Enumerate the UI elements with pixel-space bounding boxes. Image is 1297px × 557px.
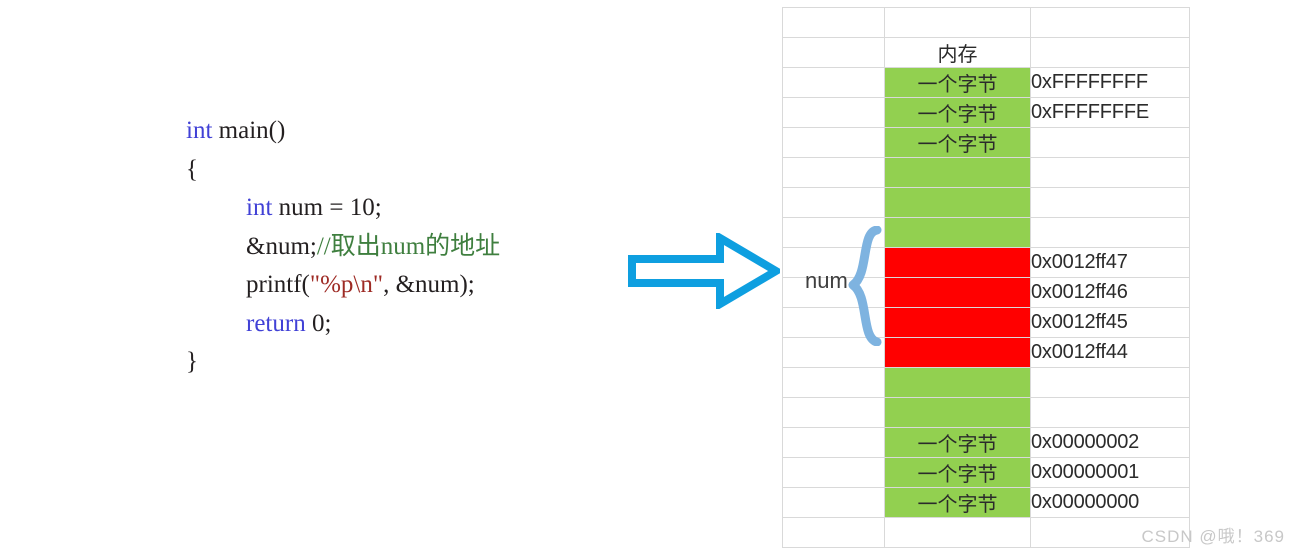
- memory-label-cell: [782, 127, 885, 158]
- memory-header-cell: 内存: [884, 37, 1031, 68]
- table-row: [782, 157, 1190, 188]
- code-line: }: [186, 343, 500, 382]
- table-row: [782, 217, 1190, 248]
- memory-byte-cell: 一个字节: [884, 97, 1031, 128]
- memory-label-cell: [782, 97, 885, 128]
- memory-label-cell: [782, 367, 885, 398]
- memory-num-cell: [884, 277, 1031, 308]
- memory-byte-cell: 一个字节: [884, 127, 1031, 158]
- memory-address-cell: 0xFFFFFFFE: [1030, 97, 1190, 128]
- code-token: , &num);: [383, 271, 475, 298]
- code-token: num = 10;: [272, 194, 382, 221]
- code-line: int main(): [186, 112, 500, 151]
- memory-address-cell: 0x0012ff45: [1030, 307, 1190, 338]
- memory-address-cell: 0x00000002: [1030, 427, 1190, 458]
- table-row: 0x0012ff46: [782, 277, 1190, 308]
- memory-label-cell: [782, 157, 885, 188]
- memory-address-cell: [1030, 517, 1190, 548]
- code-token: main(): [212, 117, 286, 144]
- memory-byte-cell: 一个字节: [884, 457, 1031, 488]
- code-token: printf(: [246, 271, 310, 298]
- memory-address-cell: [1030, 157, 1190, 188]
- memory-label-cell: [782, 277, 885, 308]
- memory-address-cell: [1030, 7, 1190, 38]
- memory-address-cell: 0x0012ff44: [1030, 337, 1190, 368]
- memory-label-cell: [782, 187, 885, 218]
- memory-byte-cell: [884, 157, 1031, 188]
- table-row: [782, 367, 1190, 398]
- code-token: {: [186, 155, 198, 183]
- memory-label-cell: [782, 397, 885, 428]
- code-token: &num;: [246, 232, 317, 260]
- memory-label-cell: [782, 67, 885, 98]
- memory-num-cell: [884, 337, 1031, 368]
- code-token: "%p\n": [309, 271, 384, 298]
- memory-num-cell: [884, 307, 1031, 338]
- memory-byte-cell: 一个字节: [884, 67, 1031, 98]
- table-row: [782, 187, 1190, 218]
- table-row: [782, 517, 1190, 548]
- memory-address-cell: 0x0012ff47: [1030, 247, 1190, 278]
- memory-byte-cell: 一个字节: [884, 487, 1031, 518]
- memory-num-cell: [884, 247, 1031, 278]
- memory-label-cell: [782, 247, 885, 278]
- code-line: return 0;: [186, 305, 500, 344]
- code-line: int num = 10;: [186, 189, 500, 228]
- code-line: {: [186, 151, 500, 190]
- code-token: return: [246, 309, 306, 337]
- memory-label-cell: [782, 487, 885, 518]
- memory-address-cell: [1030, 37, 1190, 68]
- code-token: 0;: [305, 309, 332, 337]
- memory-empty-cell: [884, 7, 1031, 38]
- memory-byte-cell: [884, 397, 1031, 428]
- table-row: 0x0012ff45: [782, 307, 1190, 338]
- memory-address-cell: [1030, 217, 1190, 248]
- memory-address-cell: [1030, 367, 1190, 398]
- memory-address-cell: 0x00000000: [1030, 487, 1190, 518]
- memory-label-cell: [782, 37, 885, 68]
- memory-address-cell: [1030, 397, 1190, 428]
- table-row: 内存: [782, 37, 1190, 68]
- csdn-watermark: CSDN @哦！369: [1141, 527, 1285, 546]
- table-row: [782, 397, 1190, 428]
- memory-address-cell: 0x00000001: [1030, 457, 1190, 488]
- code-token: int: [186, 117, 213, 144]
- memory-label-cell: [782, 7, 885, 38]
- memory-address-cell: 0x0012ff46: [1030, 277, 1190, 308]
- code-line: printf("%p\n", &num);: [186, 266, 500, 305]
- memory-byte-cell: [884, 187, 1031, 218]
- memory-label-cell: [782, 427, 885, 458]
- code-token: }: [186, 348, 198, 375]
- right-arrow-polygon: [628, 231, 784, 311]
- right-arrow-icon: [628, 231, 784, 311]
- memory-label-cell: [782, 517, 885, 548]
- memory-address-cell: [1030, 127, 1190, 158]
- code-line: &num;//取出num的地址: [186, 228, 500, 267]
- memory-label-cell: [782, 337, 885, 368]
- code-token: int: [246, 194, 273, 221]
- memory-byte-cell: [884, 367, 1031, 398]
- table-row: 0x0012ff44: [782, 337, 1190, 368]
- code-token: //取出num的地址: [316, 232, 501, 260]
- memory-label-cell: [782, 217, 885, 248]
- memory-label-cell: [782, 457, 885, 488]
- memory-byte-cell: [884, 217, 1031, 248]
- table-row: 0x0012ff47: [782, 247, 1190, 278]
- memory-address-cell: 0xFFFFFFFF: [1030, 67, 1190, 98]
- memory-empty-cell: [884, 517, 1031, 548]
- memory-label-cell: [782, 307, 885, 338]
- memory-byte-cell: 一个字节: [884, 427, 1031, 458]
- table-row: [782, 7, 1190, 38]
- table-row: 一个字节: [782, 127, 1190, 158]
- memory-address-cell: [1030, 187, 1190, 218]
